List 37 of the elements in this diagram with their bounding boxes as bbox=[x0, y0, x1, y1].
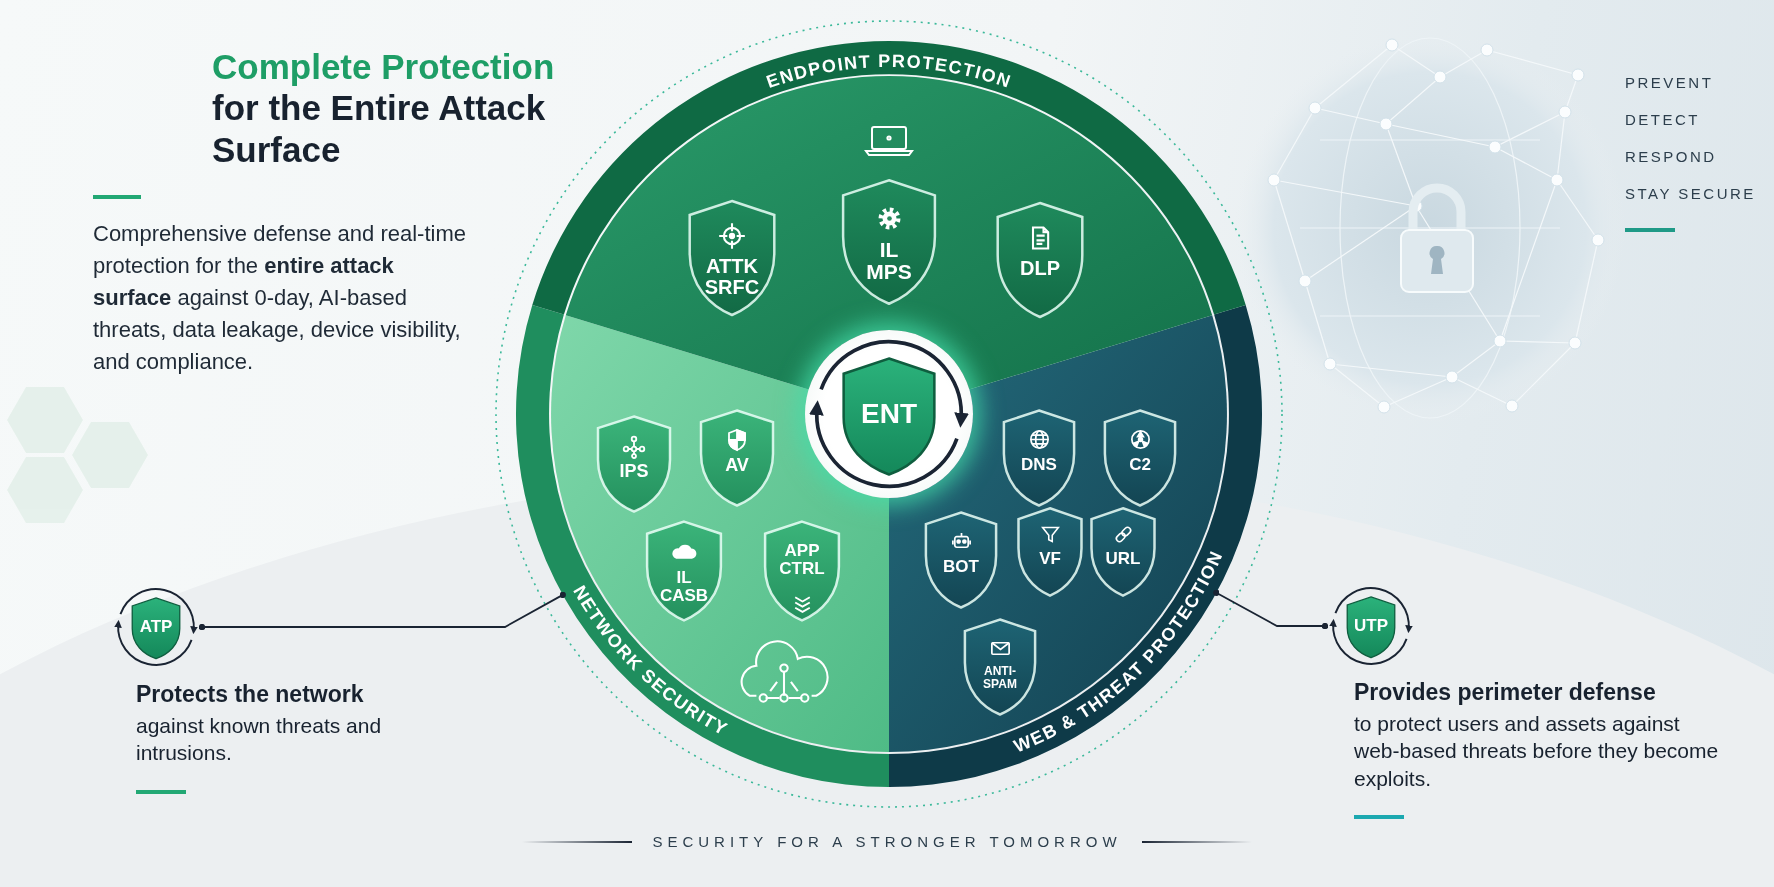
shield-label: C2 bbox=[1128, 456, 1152, 474]
badge-label: ENT bbox=[861, 398, 917, 430]
shield-label: IPS bbox=[618, 462, 650, 481]
shield-label: AV bbox=[724, 456, 750, 475]
shield-label: DNS bbox=[1020, 456, 1058, 474]
shield-badge bbox=[1015, 506, 1085, 598]
shield-badge bbox=[1101, 408, 1179, 508]
keyword-label: PREVENT bbox=[1625, 74, 1715, 92]
shield-badge bbox=[697, 408, 777, 508]
keyword-label: DETECT bbox=[1625, 111, 1701, 129]
keyword-label: STAY SECURE bbox=[1625, 185, 1757, 203]
shield-badge bbox=[761, 519, 843, 623]
shield-label: VF bbox=[1038, 550, 1062, 568]
badge-description: to protect users and assets against web-based threats before they become exploits. bbox=[1354, 711, 1720, 792]
shield-badge bbox=[1000, 408, 1078, 508]
leader-line bbox=[198, 591, 566, 631]
shield-badge bbox=[993, 200, 1087, 320]
shield-label: APP CTRL bbox=[778, 541, 826, 578]
shield-label: ANTI-SPAM bbox=[982, 665, 1018, 691]
badge-label: ATP bbox=[139, 617, 173, 637]
shield-label: ATTK SRFC bbox=[703, 255, 761, 298]
shield-badge bbox=[961, 617, 1039, 717]
leader-line bbox=[1213, 589, 1329, 630]
badge-heading: Protects the network bbox=[136, 680, 365, 709]
badge-description: against known threats and intrusions. bbox=[136, 713, 383, 767]
shield-label: BOT bbox=[942, 558, 980, 576]
shield-label: IL MPS bbox=[865, 239, 913, 284]
badge-label: UTP bbox=[1354, 616, 1388, 636]
caption: SECURITY FOR A STRONGER TOMORROW bbox=[652, 833, 1122, 850]
description-text: Comprehensive defense and real-time protection for the entire attack surface against 0-day, AI-based threats, data leakage, device visibility, and compliance. bbox=[93, 220, 467, 376]
badge-heading: Provides perimeter defense bbox=[1354, 678, 1657, 707]
title: Complete Protection for the Entire Attack Surface bbox=[212, 46, 556, 170]
shield-label: DLP bbox=[1019, 257, 1061, 279]
shield-badge bbox=[594, 414, 674, 514]
keyword-label: RESPOND bbox=[1625, 148, 1718, 166]
shield-badge bbox=[922, 510, 1000, 610]
shield-badge bbox=[685, 198, 779, 318]
